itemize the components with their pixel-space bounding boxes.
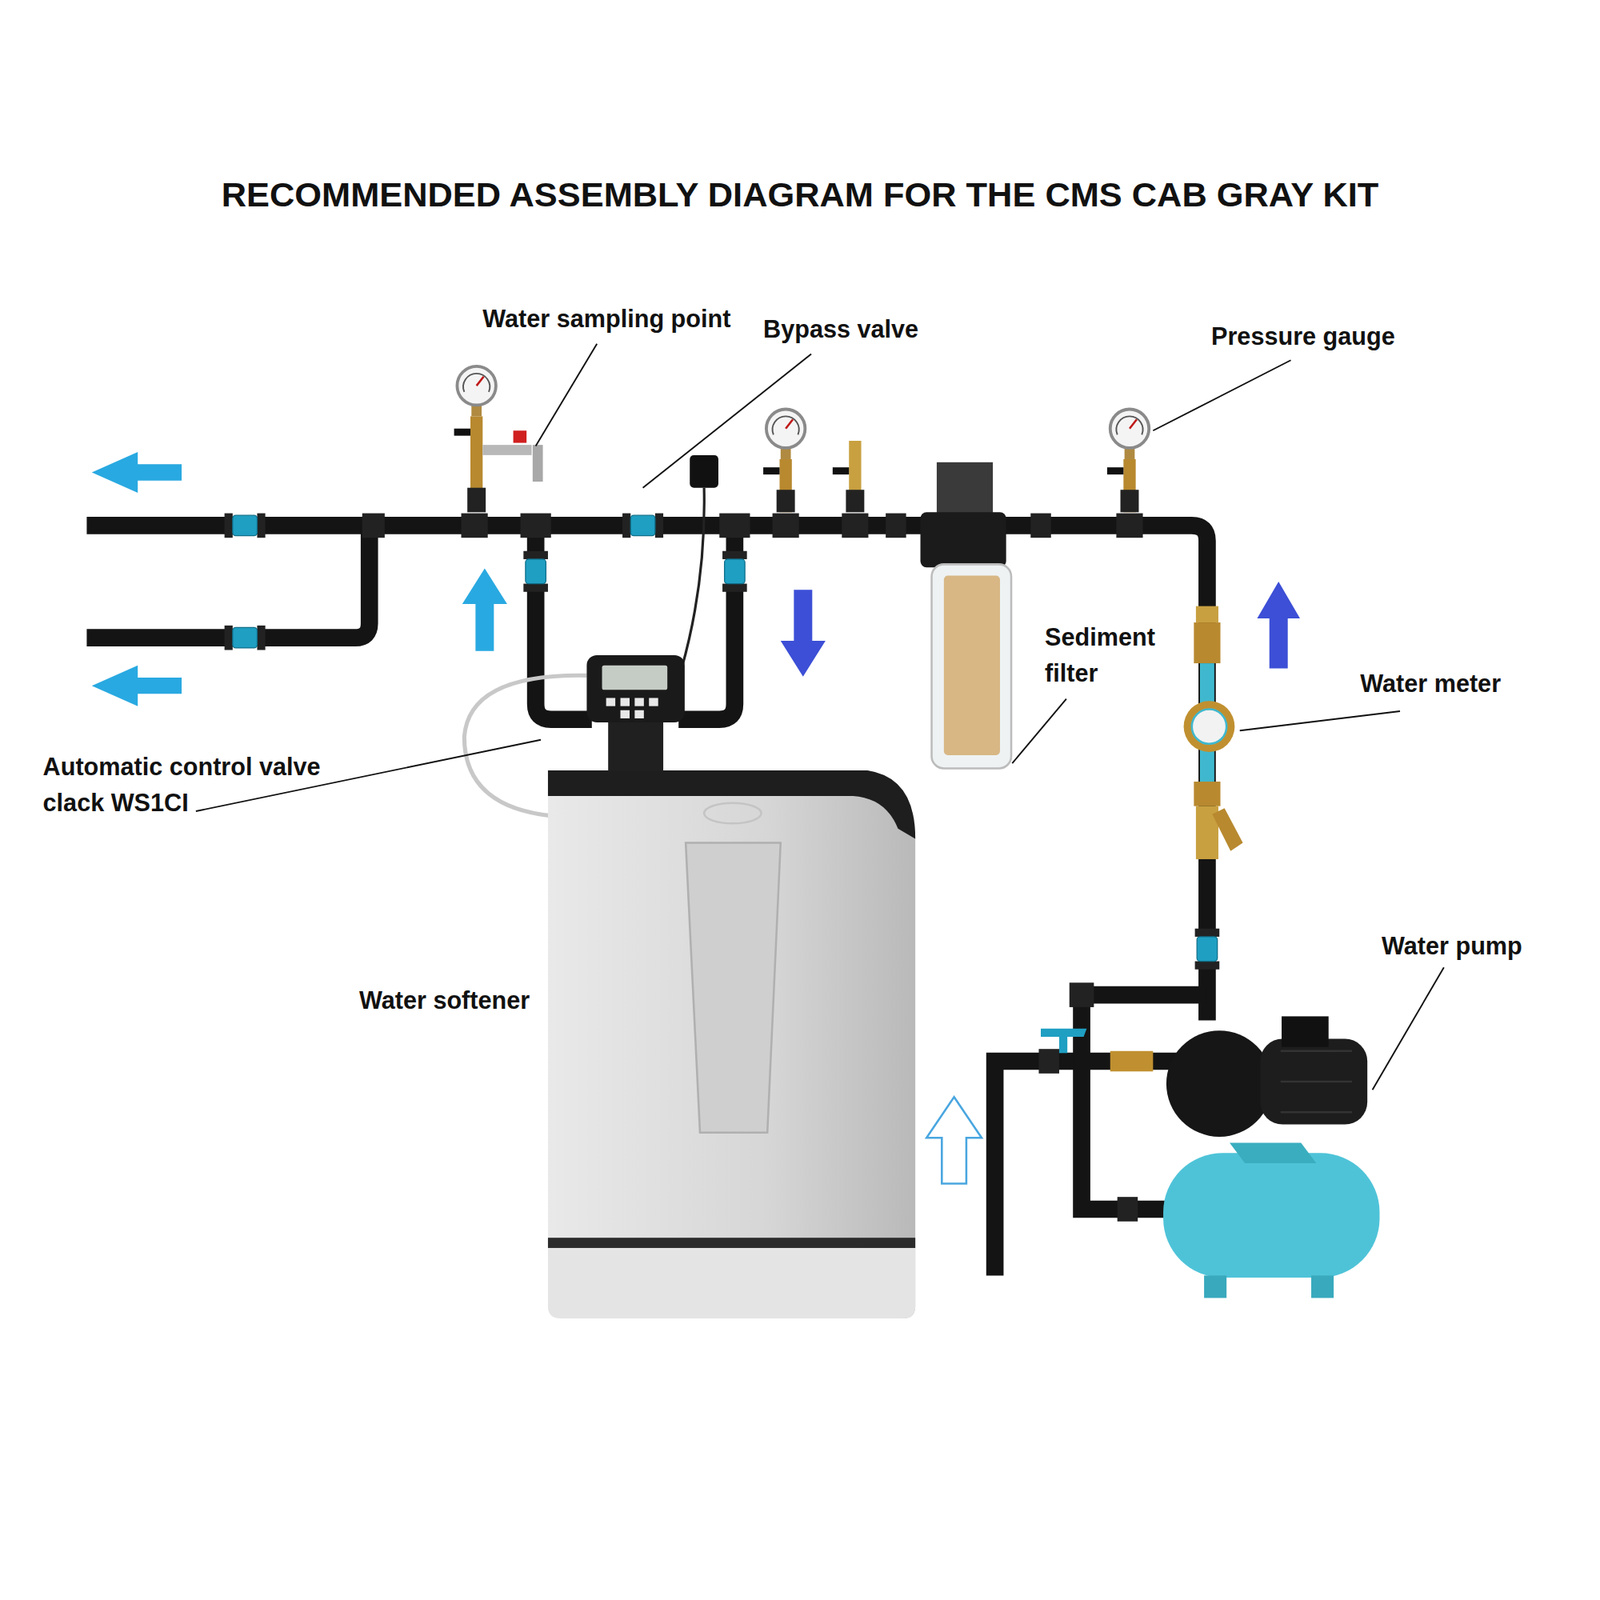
- flow-arrow: [926, 1096, 982, 1184]
- button: [620, 710, 630, 719]
- callout-label: Water pump: [1381, 927, 1523, 964]
- tank-foot: [1311, 1275, 1334, 1298]
- water-meter: [1184, 700, 1236, 752]
- callout-label: Pressure gauge: [1211, 318, 1396, 355]
- pipe-fitting: [1120, 489, 1140, 512]
- callout-label: Automatic control valve clack WS1CI: [43, 748, 350, 820]
- valve-handle: [454, 428, 471, 436]
- motor-fin: [1280, 1111, 1352, 1114]
- sampling-spout: [532, 444, 544, 482]
- pipe-fitting: [772, 513, 800, 539]
- ball-valve: [722, 551, 748, 592]
- leader-line: [1012, 699, 1067, 764]
- tap-handle: [513, 430, 528, 443]
- flow-arrow: [462, 568, 508, 651]
- valve-handle: [1107, 467, 1124, 475]
- valve-body: [608, 714, 664, 772]
- cabinet-band: [548, 1237, 916, 1248]
- pipe-fitting: [1030, 513, 1052, 539]
- pipe-fitting: [885, 513, 907, 539]
- pipe-fitting: [845, 489, 864, 512]
- salt-lid: [704, 803, 761, 824]
- bypass-valve: [622, 513, 664, 539]
- callout-label: Water softener: [359, 982, 530, 1019]
- meter-dial: [1192, 708, 1227, 744]
- pump-motor: [1260, 1038, 1368, 1124]
- terminal-box: [1281, 1016, 1329, 1047]
- air-valve: [848, 440, 861, 492]
- button: [606, 697, 616, 706]
- brass-fitting: [1193, 622, 1220, 664]
- leader-line: [1372, 967, 1444, 1090]
- callout-label: Bypass valve: [763, 311, 919, 348]
- pipe-fitting: [1117, 1196, 1139, 1222]
- ball-valve: [224, 625, 266, 651]
- lcd-screen: [602, 665, 668, 691]
- cabinet-recess: [685, 843, 781, 1133]
- pipe-fitting: [467, 488, 486, 513]
- brass-fitting: [1196, 606, 1219, 623]
- pipe-fitting: [1069, 982, 1095, 1008]
- filter-housing: [932, 564, 1012, 768]
- pressure-gauge: [456, 366, 496, 417]
- button: [648, 697, 658, 706]
- pressure-gauge: [1110, 408, 1149, 460]
- pipe-fitting: [1038, 1048, 1060, 1074]
- check-valve: [1110, 1051, 1154, 1072]
- pipe-fitting: [461, 513, 488, 539]
- button: [634, 710, 644, 719]
- button: [620, 697, 630, 706]
- pipe-fitting: [520, 513, 552, 539]
- softener-cabinet: [548, 770, 916, 1319]
- flow-arrow: [92, 665, 182, 707]
- sampling-tap: [482, 444, 532, 456]
- cabinet-lid: [548, 770, 916, 839]
- pump-housing: [1166, 1030, 1273, 1137]
- filter-block: [936, 462, 993, 516]
- callout-label: Water meter: [1360, 665, 1501, 702]
- pressure-tank: [1163, 1152, 1380, 1278]
- power-adapter: [689, 455, 719, 488]
- pressure-gauge: [766, 408, 805, 460]
- power-cable: [681, 488, 704, 669]
- leader-line: [536, 344, 598, 447]
- pipe-fitting: [1116, 513, 1143, 539]
- pipe: [1081, 995, 1168, 1210]
- flow-arrow: [780, 589, 826, 676]
- strainer-branch: [1212, 808, 1243, 852]
- ball-valve: [1195, 928, 1220, 970]
- flow-arrow: [1256, 581, 1300, 668]
- ball-valve: [523, 551, 548, 592]
- cabinet-base: [548, 1248, 916, 1319]
- pipe-fitting: [719, 513, 750, 539]
- pipe-fitting: [362, 513, 385, 539]
- button: [634, 697, 644, 706]
- leader-line: [1152, 360, 1291, 431]
- motor-fin: [1280, 1049, 1352, 1052]
- valve-handle: [832, 467, 849, 475]
- pipe: [1081, 986, 1208, 1004]
- valve-lever: [1040, 1028, 1087, 1037]
- callout-label: Sediment filter: [1044, 619, 1172, 691]
- ball-valve: [224, 513, 266, 539]
- title: RECOMMENDED ASSEMBLY DIAGRAM FOR THE CMS…: [0, 171, 1600, 216]
- control-head: [586, 655, 684, 723]
- pipe-fitting: [776, 489, 796, 512]
- filter-head: [920, 512, 1007, 568]
- leader-line: [643, 354, 812, 488]
- pump-base: [1229, 1143, 1316, 1164]
- filter-cartridge: [944, 575, 1000, 755]
- tank-foot: [1204, 1275, 1227, 1298]
- flow-arrow: [92, 452, 182, 493]
- brass-fitting: [1193, 781, 1220, 807]
- callout-label: Water sampling point: [482, 300, 731, 337]
- pipe-fitting: [841, 513, 868, 539]
- valve-handle: [763, 467, 780, 475]
- pipe: [86, 525, 369, 638]
- motor-fin: [1280, 1080, 1352, 1084]
- leader-line: [1240, 711, 1400, 731]
